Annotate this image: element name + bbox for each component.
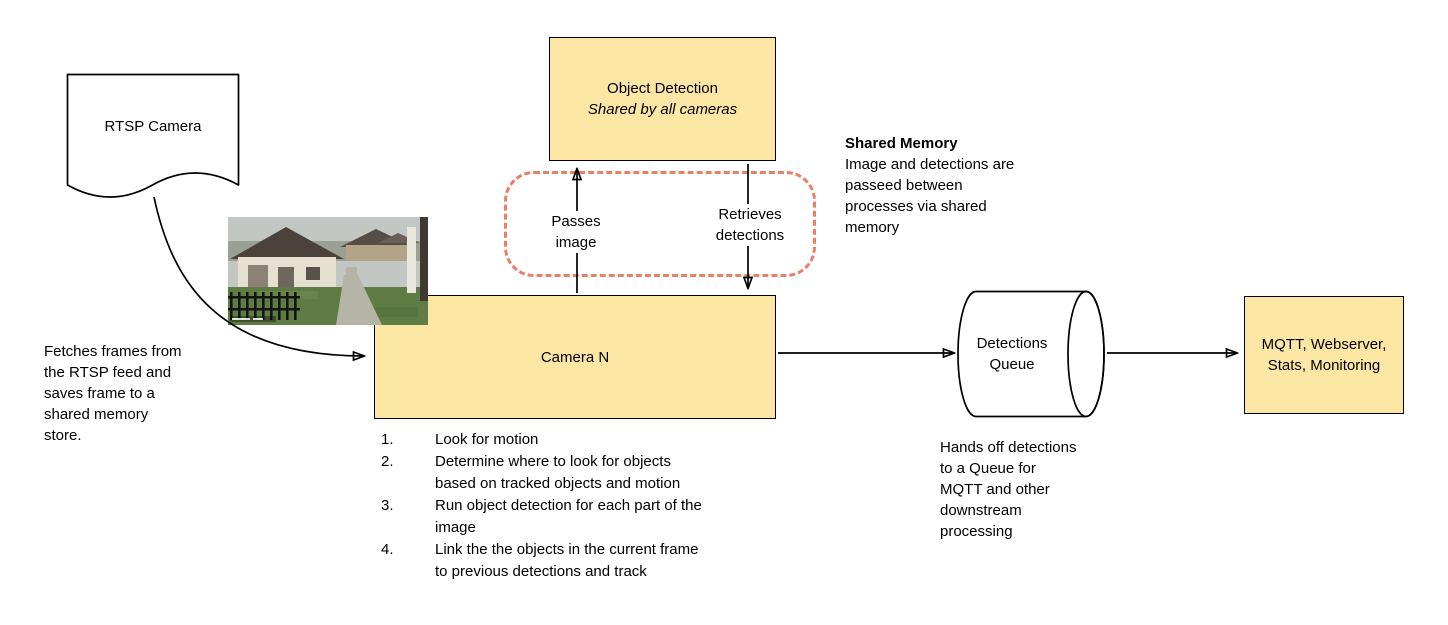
step-text: Link the the objects in the current fram…: [435, 541, 699, 580]
step-number: 2.: [381, 453, 394, 470]
shared-memory-region: [504, 171, 816, 277]
step-text: Run object detection for each part of th…: [435, 497, 702, 536]
shared-memory-note-title: Shared Memory: [845, 135, 958, 152]
passes-image-label: Passes image: [538, 211, 614, 253]
porch-post: [407, 217, 428, 301]
detections-queue-shape: [957, 290, 1105, 418]
queue-handoff-note: Hands off detections to a Queue for MQTT…: [940, 439, 1077, 540]
camera-feed-image: [228, 217, 428, 325]
list-item: 4. Link the the objects in the current f…: [381, 539, 801, 583]
list-item: 3. Run object detection for each part of…: [381, 495, 801, 539]
object-detection-title: Object Detection: [607, 80, 718, 97]
outputs-node: MQTT, Webserver, Stats, Monitoring: [1244, 296, 1404, 414]
rtsp-camera-label: RTSP Camera: [104, 118, 202, 135]
step-text: Look for motion: [435, 431, 539, 448]
shared-memory-note-body: Image and detections are passeed between…: [845, 156, 1015, 236]
step-number: 3.: [381, 497, 394, 514]
outputs-label: MQTT, Webserver, Stats, Monitoring: [1261, 336, 1387, 374]
camera-n-node: Camera N: [374, 295, 776, 419]
timestamp-overlay: [230, 316, 276, 322]
shared-memory-note: Shared Memory Image and detections are p…: [845, 133, 1057, 238]
step-number: 4.: [381, 541, 394, 558]
object-detection-subtitle: Shared by all cameras: [587, 101, 738, 118]
fetch-frames-note: Fetches frames from the RTSP feed and sa…: [44, 343, 182, 444]
camera-n-label: Camera N: [540, 348, 610, 366]
camera-steps-list: 1. Look for motion 2. Determine where to…: [381, 429, 801, 583]
step-text: Determine where to look for objects base…: [435, 453, 681, 492]
list-item: 2. Determine where to look for objects b…: [381, 451, 801, 495]
rtsp-camera-document-shape: [66, 73, 240, 198]
step-number: 1.: [381, 431, 394, 448]
list-item: 1. Look for motion: [381, 429, 801, 451]
detections-queue-label: Detections Queue: [976, 335, 1048, 373]
object-detection-node: Object Detection Shared by all cameras: [549, 37, 776, 161]
retrieves-detections-label: Retrieves detections: [703, 204, 797, 246]
